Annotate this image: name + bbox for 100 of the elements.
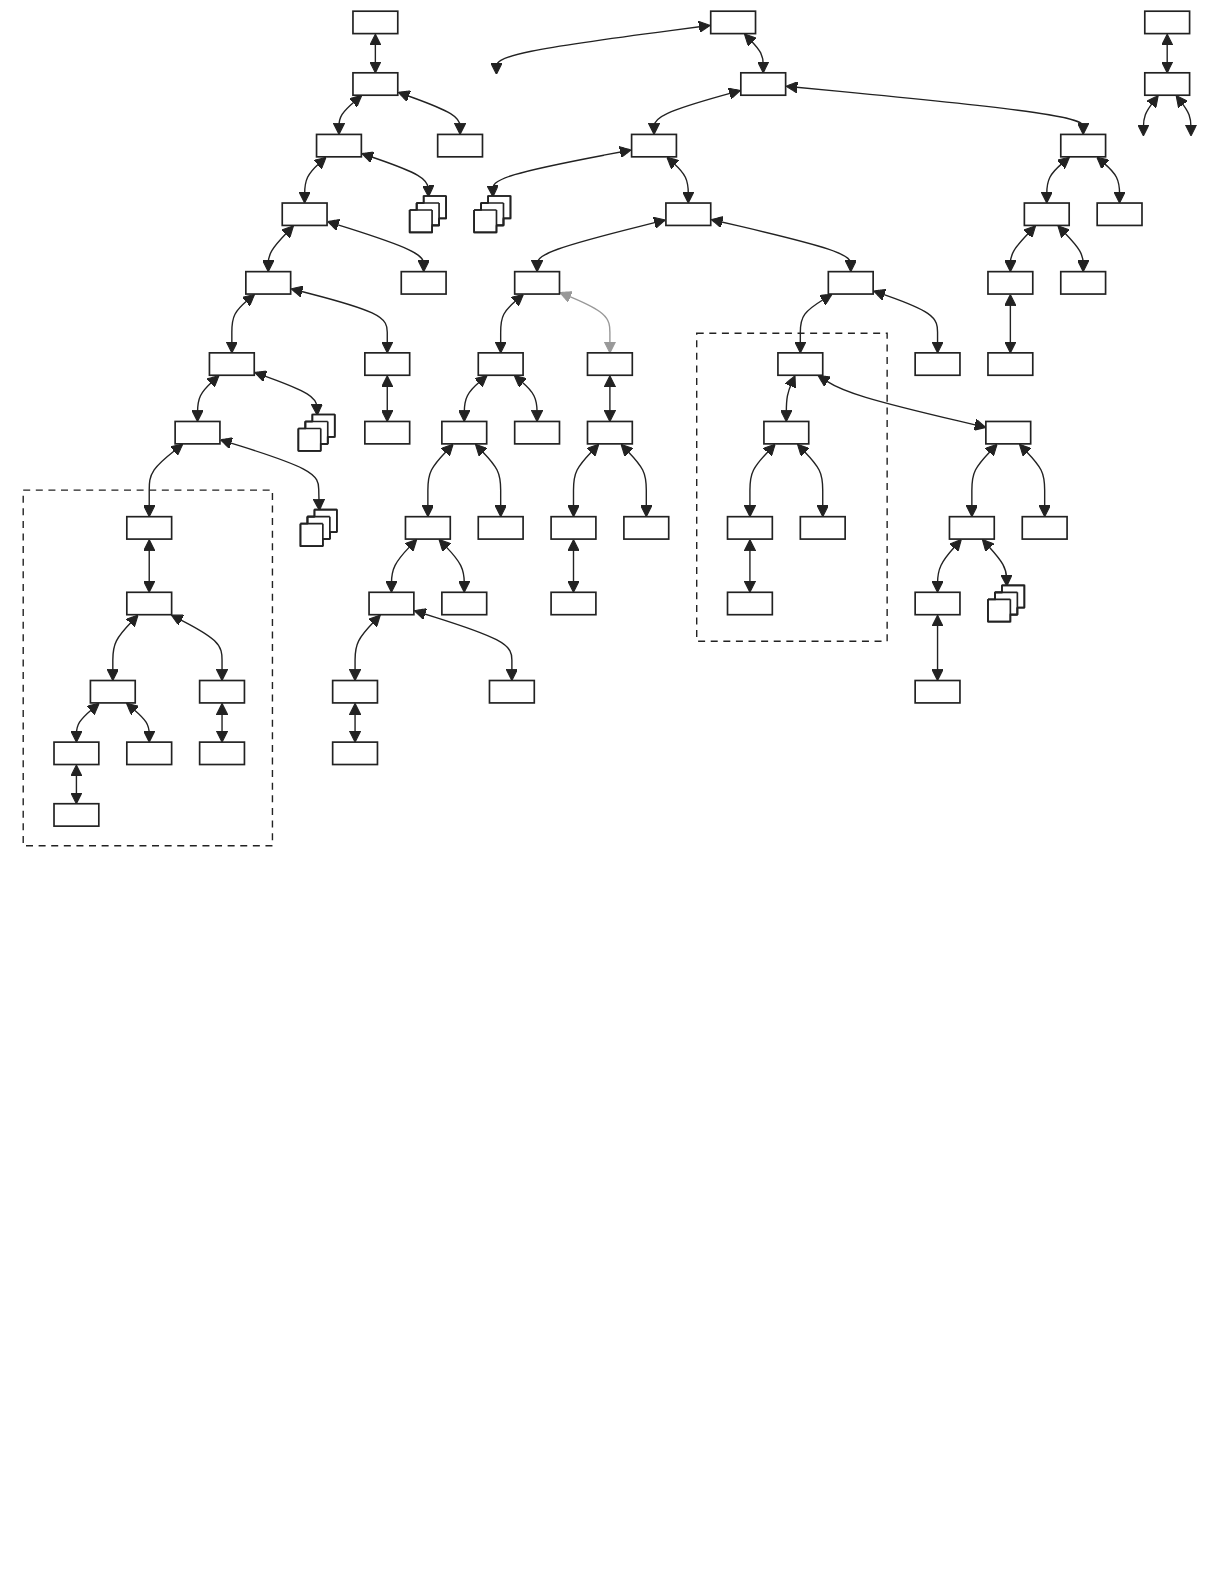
node-box bbox=[53, 802, 100, 827]
arrow bbox=[666, 156, 695, 204]
node-box bbox=[436, 133, 484, 158]
node-box bbox=[331, 679, 379, 704]
arrow bbox=[647, 87, 741, 135]
node-box bbox=[513, 420, 561, 445]
node-box bbox=[623, 515, 670, 540]
node-box bbox=[364, 352, 411, 377]
arrow bbox=[1137, 95, 1159, 137]
arrow bbox=[931, 614, 944, 682]
node-box bbox=[89, 679, 137, 704]
arrow bbox=[348, 702, 362, 743]
node-box bbox=[477, 515, 524, 540]
node-box bbox=[709, 10, 757, 35]
node-box bbox=[1059, 270, 1107, 295]
arrow bbox=[710, 216, 857, 273]
arrow bbox=[262, 225, 295, 273]
node-box bbox=[1143, 71, 1191, 97]
arrow bbox=[1004, 225, 1037, 273]
arrow bbox=[332, 95, 363, 135]
arrow bbox=[873, 288, 944, 354]
arrow bbox=[70, 702, 100, 743]
arrow bbox=[369, 33, 382, 74]
arrow bbox=[298, 156, 327, 204]
arrow bbox=[170, 614, 229, 682]
node-box bbox=[281, 202, 328, 227]
arrow bbox=[567, 443, 600, 518]
arrow bbox=[494, 293, 524, 354]
node-box bbox=[245, 270, 292, 295]
node-box bbox=[827, 270, 874, 295]
node-box bbox=[513, 270, 561, 295]
arrow bbox=[785, 81, 1090, 135]
node-box bbox=[799, 515, 846, 540]
node-box bbox=[1023, 202, 1070, 227]
arrow bbox=[780, 375, 797, 423]
arrow bbox=[106, 614, 139, 682]
arrow bbox=[1040, 156, 1071, 204]
arrow bbox=[143, 443, 184, 518]
node-box bbox=[985, 420, 1032, 445]
node-box bbox=[740, 71, 787, 97]
node-box bbox=[125, 591, 173, 616]
node-box bbox=[315, 133, 363, 158]
arrow bbox=[603, 375, 617, 423]
node-box bbox=[368, 591, 415, 616]
node-box bbox=[1059, 133, 1107, 158]
arrow bbox=[620, 443, 653, 518]
node-box bbox=[331, 741, 379, 766]
arrow bbox=[385, 538, 418, 593]
node-box bbox=[364, 420, 411, 445]
cluster bbox=[22, 489, 274, 847]
node-box bbox=[404, 515, 452, 540]
arrow bbox=[530, 216, 666, 273]
node-box bbox=[914, 352, 961, 377]
node-box bbox=[586, 420, 634, 445]
arrow bbox=[559, 291, 617, 354]
arrow bbox=[931, 538, 962, 593]
node-box bbox=[125, 741, 173, 766]
arrow bbox=[348, 614, 381, 682]
arrow bbox=[513, 375, 544, 423]
arrow bbox=[125, 702, 156, 743]
node-box bbox=[441, 591, 488, 616]
arrow bbox=[421, 443, 454, 518]
node-box bbox=[477, 352, 524, 377]
node-box bbox=[777, 352, 824, 377]
arrow bbox=[290, 285, 394, 354]
node-box bbox=[1096, 202, 1143, 227]
arrow bbox=[1057, 225, 1090, 273]
arrow bbox=[1004, 294, 1017, 354]
node-box bbox=[987, 352, 1034, 377]
arrow bbox=[413, 608, 519, 682]
arrow bbox=[438, 538, 471, 593]
node-box bbox=[914, 591, 961, 616]
node-box bbox=[914, 679, 961, 704]
arrow bbox=[397, 90, 467, 135]
node-box bbox=[586, 352, 634, 377]
node-box bbox=[1021, 515, 1068, 540]
node-box bbox=[441, 420, 488, 445]
node-box bbox=[352, 10, 399, 35]
arrow bbox=[794, 293, 833, 354]
node-box bbox=[763, 420, 810, 445]
arrow bbox=[143, 539, 156, 593]
node-box bbox=[174, 420, 221, 445]
arrow bbox=[1018, 443, 1051, 518]
arrow bbox=[474, 443, 507, 518]
arrow bbox=[796, 443, 829, 518]
arrow bbox=[381, 375, 394, 423]
node-box bbox=[352, 71, 399, 97]
node-box bbox=[198, 741, 246, 766]
arrow bbox=[743, 33, 770, 74]
arrow bbox=[567, 539, 580, 593]
arrow bbox=[743, 443, 776, 518]
arrow bbox=[215, 702, 229, 743]
node-box bbox=[665, 202, 712, 227]
arrow bbox=[1175, 95, 1198, 137]
node-box bbox=[125, 515, 173, 540]
arrow bbox=[327, 219, 430, 273]
arrow bbox=[225, 293, 256, 354]
arrow bbox=[490, 20, 711, 75]
node-box bbox=[488, 679, 536, 704]
arrow bbox=[191, 375, 220, 423]
